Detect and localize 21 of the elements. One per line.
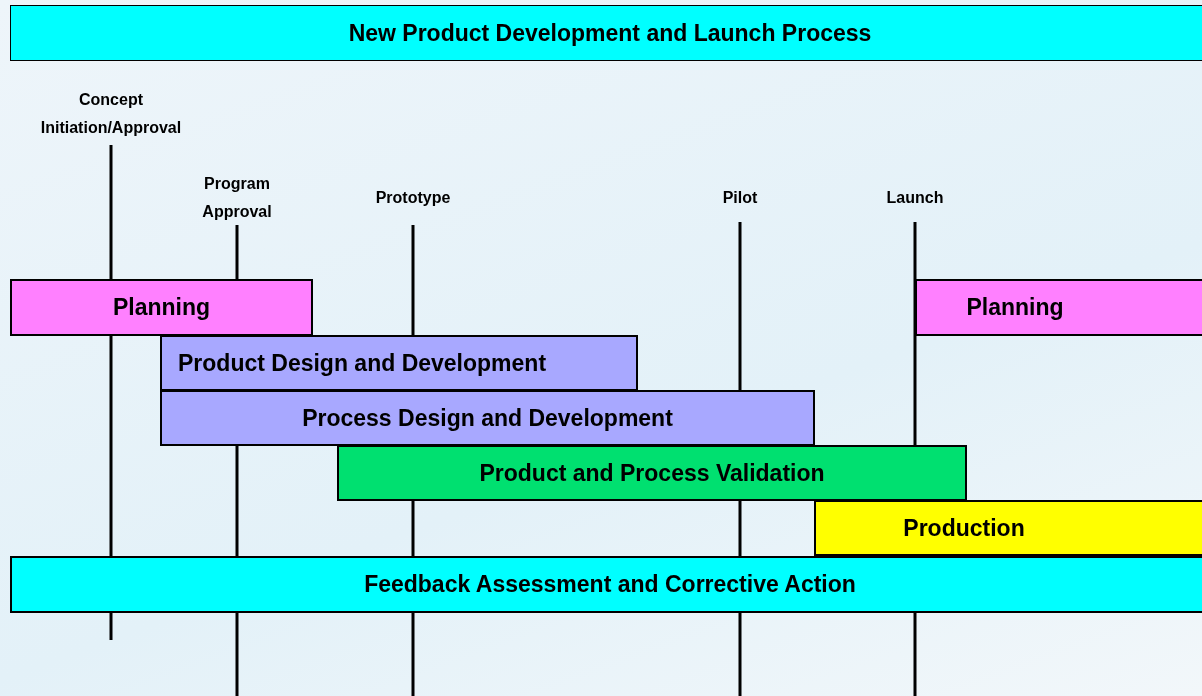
phase-bar xyxy=(915,279,1202,336)
phase-bar xyxy=(814,500,1202,556)
phase-label: Process Design and Development xyxy=(302,404,673,432)
milestone-label: Launch xyxy=(886,188,944,208)
milestone-label: Concept Initiation/Approval xyxy=(39,90,183,138)
milestone-label: Pilot xyxy=(722,188,758,208)
phase-bar xyxy=(160,335,638,391)
phase-label: Production xyxy=(903,514,1025,542)
phase-bar xyxy=(160,390,815,446)
phase-bar xyxy=(10,556,1202,613)
phase-bar xyxy=(337,445,967,501)
phase-label: Planning xyxy=(112,294,211,321)
phase-label: Planning xyxy=(966,294,1064,321)
phase-label: Product Design and Development xyxy=(178,349,547,377)
phase-label: Feedback Assessment and Corrective Action xyxy=(364,571,856,598)
milestone-label: Prototype xyxy=(375,188,451,208)
title-text: New Product Development and Launch Process xyxy=(348,19,872,47)
milestone-label: Program Approval xyxy=(201,174,273,222)
phase-bar xyxy=(10,279,313,336)
phase-label: Product and Process Validation xyxy=(479,459,825,487)
title-band xyxy=(10,5,1202,61)
